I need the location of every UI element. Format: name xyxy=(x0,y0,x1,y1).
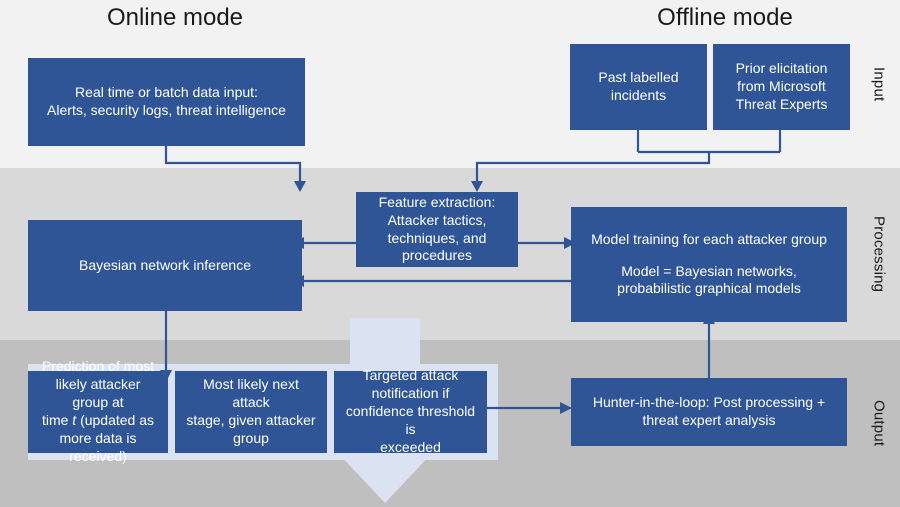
box-targeted-attack-notification[interactable]: Targeted attack notification if confiden… xyxy=(334,367,487,455)
box-data-input[interactable]: Real time or batch data input: Alerts, s… xyxy=(28,58,305,146)
box-bayesian-network-inference[interactable]: Bayesian network inference xyxy=(28,220,302,311)
prediction-text-part-a: Prediction of most likely attacker group… xyxy=(41,358,155,428)
box-model-training[interactable]: Model training for each attacker group M… xyxy=(571,207,847,322)
band-label-processing: Processing xyxy=(870,215,888,293)
prediction-text: Prediction of most likely attacker group… xyxy=(36,358,160,465)
title-offline-mode: Offline mode xyxy=(657,4,793,31)
prediction-text-part-b: (updated as more data is received) xyxy=(59,412,155,464)
box-prediction-attacker-group[interactable]: Prediction of most likely attacker group… xyxy=(28,358,168,464)
model-training-heading: Model training for each attacker group xyxy=(591,230,827,247)
box-hunter-in-the-loop[interactable]: Hunter-in-the-loop: Post processing + th… xyxy=(571,378,847,446)
band-label-input: Input xyxy=(870,66,888,102)
box-prior-elicitation[interactable]: Prior elicitation from Microsoft Threat … xyxy=(713,44,850,130)
title-online-mode: Online mode xyxy=(106,4,244,31)
box-feature-extraction[interactable]: Feature extraction: Attacker tactics, te… xyxy=(356,192,518,267)
band-label-output: Output xyxy=(870,400,888,447)
model-training-detail: Model = Bayesian networks, probabilistic… xyxy=(617,262,801,297)
box-next-attack-stage[interactable]: Most likely next attack stage, given att… xyxy=(175,371,327,453)
box-past-labelled-incidents[interactable]: Past labelled incidents xyxy=(570,44,707,130)
prediction-time-variable: t xyxy=(72,412,77,428)
